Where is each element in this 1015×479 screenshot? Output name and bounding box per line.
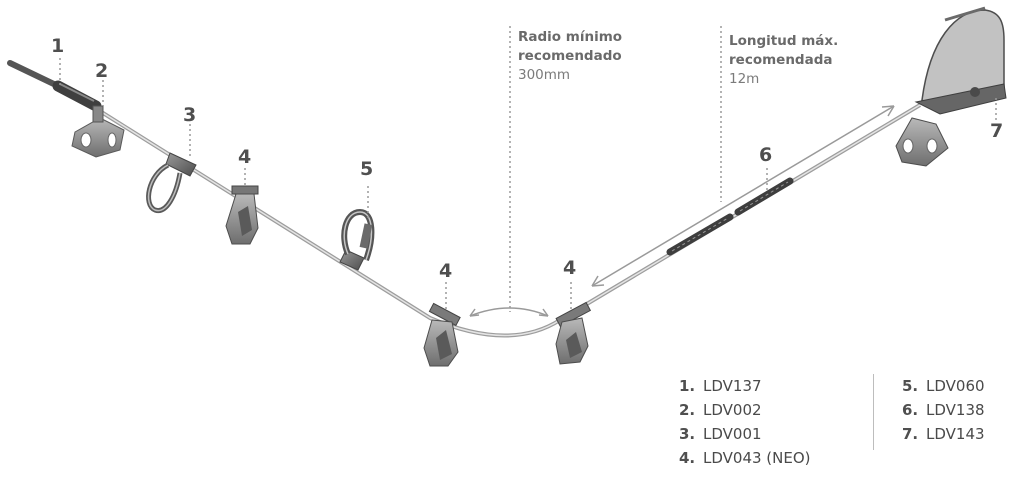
legend-item: 3. LDV001 [679, 422, 811, 446]
carabiner-icon [146, 152, 197, 213]
legend-num: 4. [679, 449, 696, 467]
callout-4-corner-right: 4 [563, 257, 577, 279]
radius-note: Radio mínimo recomendado 300mm [518, 28, 622, 85]
corner-bracket-left-icon [423, 302, 461, 367]
legend-num: 7. [902, 425, 919, 443]
callout-4-bracket: 4 [238, 146, 252, 168]
legend-code: LDV001 [703, 425, 762, 443]
legend-num: 6. [902, 401, 919, 419]
length-note-line1: Longitud máx. [729, 33, 839, 49]
legend-code: LDV143 [926, 425, 985, 443]
callout-5: 5 [360, 158, 374, 180]
legend-num: 3. [679, 425, 696, 443]
terminal-rod-icon [7, 60, 102, 112]
radius-note-line1: Radio mínimo [518, 29, 623, 45]
legend-code: LDV043 (NEO) [703, 449, 811, 467]
legend-item: 4. LDV043 (NEO) [679, 446, 811, 470]
legend-code: LDV138 [926, 401, 985, 419]
radius-note-value: 300mm [518, 67, 571, 83]
length-note-line2: recomendada [729, 52, 833, 68]
locking-carabiner-icon [339, 208, 375, 271]
legend-item: 2. LDV002 [679, 398, 811, 422]
legend-right: 5. LDV060 6. LDV138 7. LDV143 [902, 374, 985, 446]
length-note-value: 12m [729, 71, 760, 87]
radius-note-line2: recomendado [518, 48, 622, 64]
tensioner-icon [895, 6, 1007, 167]
callout-2: 2 [95, 60, 109, 82]
callout-3: 3 [183, 104, 197, 126]
legend-left: 1. LDV137 2. LDV002 3. LDV001 4. LDV043 (NEO… [679, 374, 811, 470]
energy-absorber-icon [666, 177, 794, 256]
cable-icon [93, 103, 922, 338]
end-bracket-icon [71, 105, 125, 158]
legend-code: LDV137 [703, 377, 762, 395]
leader-lines [59, 26, 997, 312]
legend-num: 5. [902, 377, 919, 395]
legend-item: 1. LDV137 [679, 374, 811, 398]
callout-7: 7 [990, 120, 1004, 142]
legend-item: 7. LDV143 [902, 422, 985, 446]
legend-num: 1. [679, 377, 696, 395]
length-note: Longitud máx. recomendada 12m [729, 32, 838, 89]
intermediate-bracket-icon [225, 185, 259, 245]
corner-bracket-right-icon [555, 301, 592, 365]
legend-code: LDV002 [703, 401, 762, 419]
legend-item: 6. LDV138 [902, 398, 985, 422]
legend-item: 5. LDV060 [902, 374, 985, 398]
callout-1: 1 [51, 35, 65, 57]
radius-arrow-icon [469, 307, 549, 317]
legend-code: LDV060 [926, 377, 985, 395]
callout-6: 6 [759, 144, 773, 166]
legend-divider [873, 374, 874, 450]
length-arrow-icon [591, 105, 895, 287]
callout-4-corner-left: 4 [439, 260, 453, 282]
legend-num: 2. [679, 401, 696, 419]
